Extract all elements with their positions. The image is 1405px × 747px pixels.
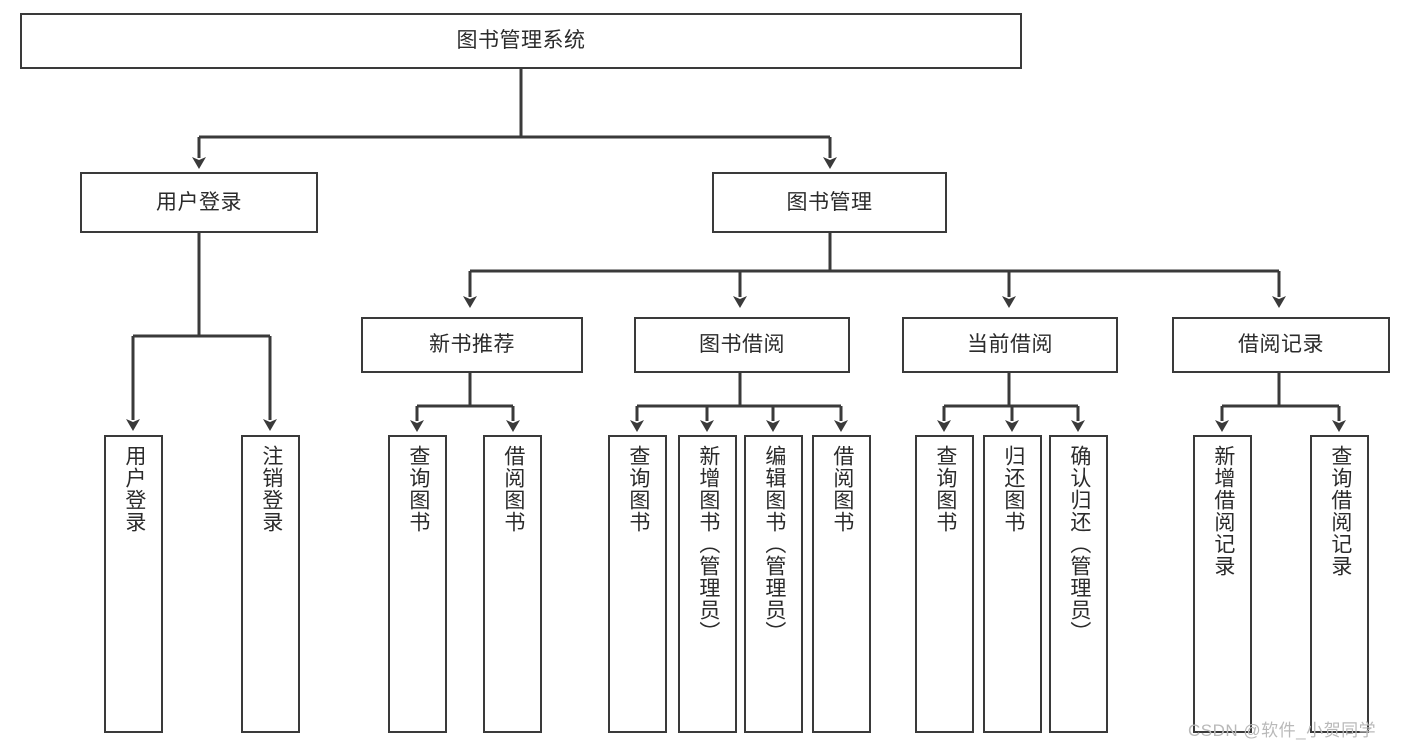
node-root[interactable]: 图书管理系统 bbox=[20, 13, 1022, 69]
leaf-label: 归还图书 bbox=[1001, 445, 1025, 533]
watermark: CSDN @软件_小贺同学 bbox=[1188, 721, 1377, 740]
leaf-book-borrow-edit[interactable]: 编辑图书（管理员） bbox=[744, 435, 803, 733]
node-user-login-label: 用户登录 bbox=[156, 190, 242, 214]
leaf-label: 确认归还（管理员） bbox=[1067, 445, 1091, 643]
node-root-label: 图书管理系统 bbox=[456, 29, 586, 53]
node-book-management[interactable]: 图书管理 bbox=[712, 172, 947, 233]
leaf-label: 新增借阅记录 bbox=[1211, 445, 1235, 577]
leaf-book-borrow-add[interactable]: 新增图书（管理员） bbox=[678, 435, 737, 733]
leaf-borrow-record-query[interactable]: 查询借阅记录 bbox=[1310, 435, 1369, 733]
leaf-borrow-record-add[interactable]: 新增借阅记录 bbox=[1193, 435, 1252, 733]
leaf-label: 注销登录 bbox=[259, 445, 283, 533]
leaf-book-borrow-query[interactable]: 查询图书 bbox=[608, 435, 667, 733]
leaf-new-book-borrow[interactable]: 借阅图书 bbox=[483, 435, 542, 733]
leaf-label: 查询借阅记录 bbox=[1328, 445, 1352, 577]
leaf-label: 编辑图书（管理员） bbox=[762, 445, 786, 643]
leaf-label: 用户登录 bbox=[122, 445, 146, 533]
node-book-borrow[interactable]: 图书借阅 bbox=[634, 317, 850, 373]
leaf-label: 新增图书（管理员） bbox=[696, 445, 720, 643]
leaf-label: 借阅图书 bbox=[830, 445, 854, 533]
node-borrow-record[interactable]: 借阅记录 bbox=[1172, 317, 1390, 373]
leaf-label: 查询图书 bbox=[406, 445, 430, 533]
leaf-label: 借阅图书 bbox=[501, 445, 525, 533]
leaf-current-borrow-confirm[interactable]: 确认归还（管理员） bbox=[1049, 435, 1108, 733]
leaf-current-borrow-return[interactable]: 归还图书 bbox=[983, 435, 1042, 733]
node-current-borrow[interactable]: 当前借阅 bbox=[902, 317, 1118, 373]
node-new-book-recommend[interactable]: 新书推荐 bbox=[361, 317, 583, 373]
node-book-borrow-label: 图书借阅 bbox=[699, 333, 785, 357]
leaf-label: 查询图书 bbox=[933, 445, 957, 533]
leaf-new-book-query[interactable]: 查询图书 bbox=[388, 435, 447, 733]
leaf-user-login-logout[interactable]: 注销登录 bbox=[241, 435, 300, 733]
node-book-management-label: 图书管理 bbox=[786, 190, 873, 214]
node-borrow-record-label: 借阅记录 bbox=[1238, 333, 1324, 357]
node-current-borrow-label: 当前借阅 bbox=[967, 333, 1053, 357]
leaf-book-borrow-borrow[interactable]: 借阅图书 bbox=[812, 435, 871, 733]
leaf-label: 查询图书 bbox=[626, 445, 650, 533]
node-new-book-recommend-label: 新书推荐 bbox=[429, 333, 515, 357]
leaf-current-borrow-query[interactable]: 查询图书 bbox=[915, 435, 974, 733]
leaf-user-login-login[interactable]: 用户登录 bbox=[104, 435, 163, 733]
node-user-login[interactable]: 用户登录 bbox=[80, 172, 318, 233]
